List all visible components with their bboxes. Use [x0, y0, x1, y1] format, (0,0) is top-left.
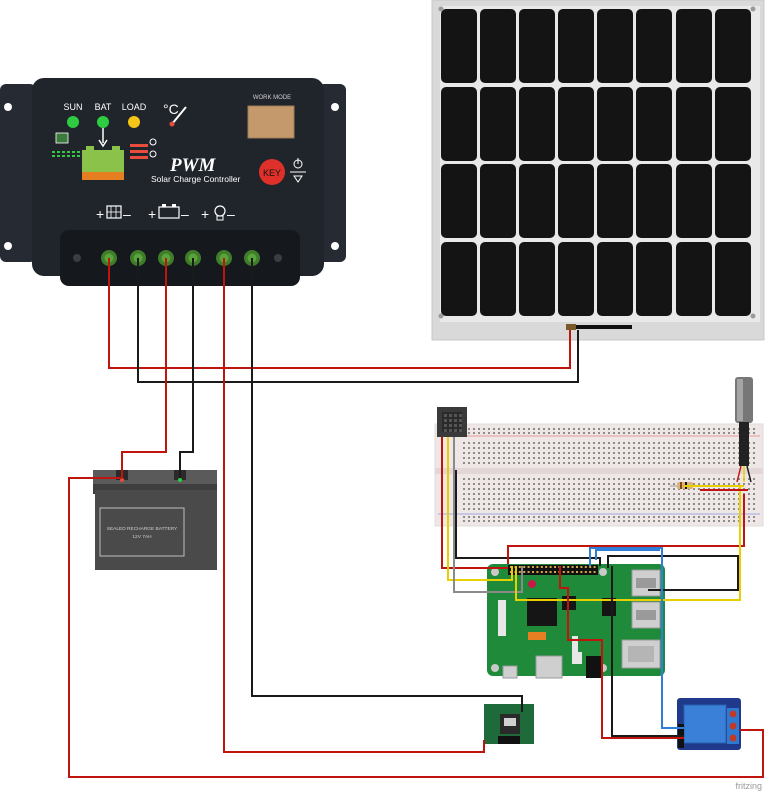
svg-text:–: –: [181, 206, 189, 222]
solar-cell: [597, 242, 672, 316]
solar-cell: [519, 242, 594, 316]
audio-jack: [586, 656, 602, 678]
load-terminal-icon: + –: [201, 205, 235, 222]
solar-panel: [431, 0, 765, 341]
key-button-label: KEY: [263, 168, 281, 178]
temperature-probe: [735, 377, 753, 483]
solar-cell: [441, 87, 516, 161]
solar-cell: [597, 87, 672, 161]
work-mode-label: WORK MODE: [253, 95, 291, 101]
controller-subtitle: Solar Charge Controller: [151, 174, 240, 184]
thermometer-icon: [171, 106, 187, 125]
relay-block: [683, 704, 727, 744]
key-button[interactable]: [259, 159, 285, 185]
svg-text:–: –: [123, 206, 131, 222]
dht-sensor: [437, 407, 467, 437]
battery-label-line1: SEALED RECHARGE BATTERY: [107, 526, 178, 532]
battery-label-line2: 12V 7AH: [132, 534, 152, 540]
solar-cell: [441, 164, 516, 238]
solar-cell: [519, 87, 594, 161]
pwm-title: PWM: [169, 155, 217, 176]
sun-led-label: SUN: [63, 102, 82, 112]
wires: [68, 258, 764, 778]
bat-led: [97, 116, 109, 128]
solar-cell: [441, 9, 516, 83]
svg-text:+: +: [148, 206, 156, 222]
solar-cell: [676, 164, 751, 238]
power-icon: [290, 158, 306, 183]
solar-cell: [597, 164, 672, 238]
solar-cell: [519, 9, 594, 83]
solar-cell: [676, 87, 751, 161]
hdmi-port: [535, 655, 563, 679]
svg-text:–: –: [227, 206, 235, 222]
charge-controller: SUN BAT LOAD °C WORK MODE: [0, 78, 346, 286]
camera-connector: [572, 636, 578, 664]
solar-cell: [597, 9, 672, 83]
fritzing-watermark: fritzing: [735, 781, 762, 791]
slide-switch[interactable]: [484, 704, 534, 744]
micro-usb-port: [502, 665, 518, 679]
lcd-display: [247, 105, 295, 139]
load-led: [128, 116, 140, 128]
sun-led: [67, 116, 79, 128]
raspberry-pi: [487, 564, 665, 679]
battery-terminal-icon: + –: [148, 204, 189, 222]
temp-symbol: °C: [163, 101, 179, 117]
battery: SEALED RECHARGE BATTERY 12V 7AH: [93, 470, 217, 570]
svg-text:+: +: [201, 206, 209, 222]
gpio-header: [508, 565, 598, 575]
bat-led-label: BAT: [95, 102, 112, 112]
relay-module: [677, 698, 741, 750]
solar-cells: [441, 9, 751, 316]
battery-charging-icon: [52, 128, 157, 180]
breadboard: [434, 423, 764, 527]
display-connector: [498, 600, 506, 636]
solar-cell: [676, 9, 751, 83]
solar-cell: [676, 242, 751, 316]
solar-cell: [519, 164, 594, 238]
solar-cell: [441, 242, 516, 316]
panel-terminal-icon: + –: [96, 205, 131, 222]
soc-chip: [527, 598, 557, 626]
raspberry-logo-icon: [528, 580, 536, 588]
svg-text:+: +: [96, 206, 104, 222]
load-led-label: LOAD: [122, 102, 147, 112]
terminal-strip: [60, 230, 300, 286]
